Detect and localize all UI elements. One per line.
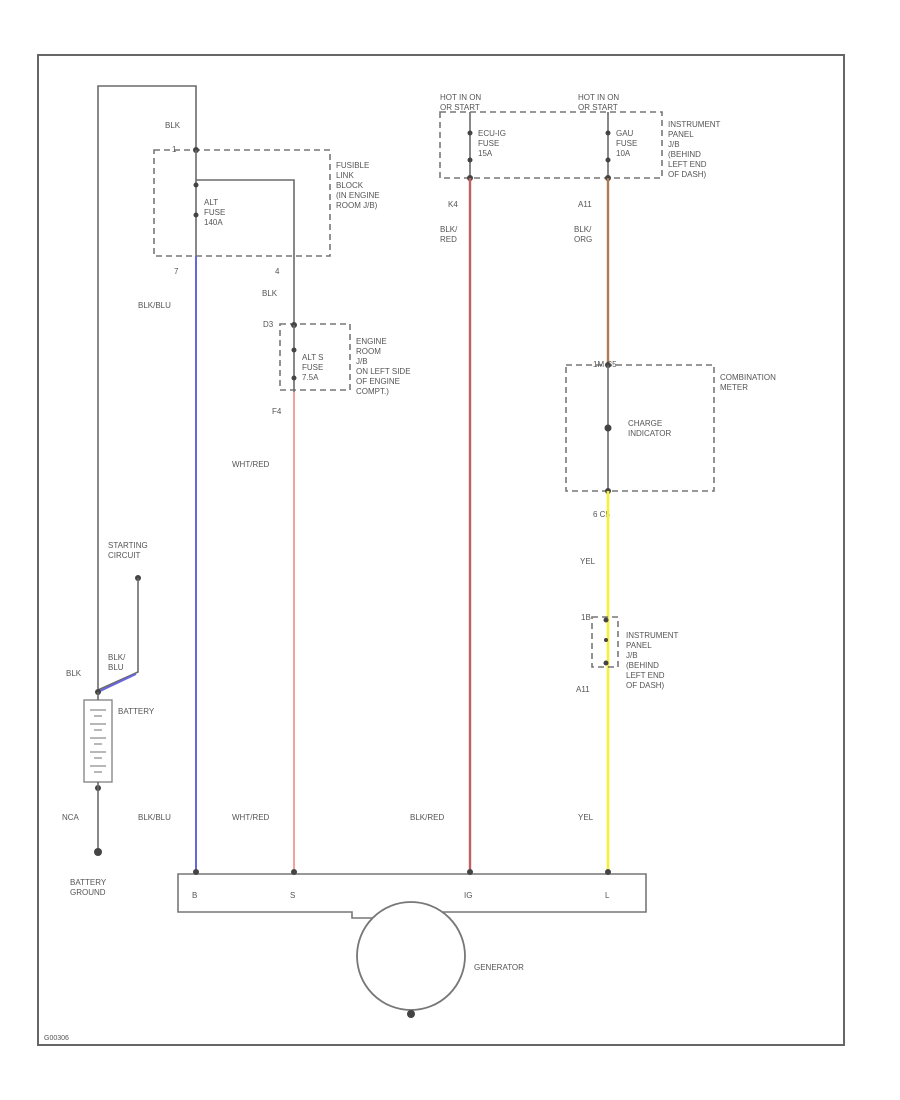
- ip-jb-2-pin-bottom: A11: [576, 685, 590, 694]
- combination-meter-box: [565, 364, 715, 492]
- battery-body: [83, 699, 113, 783]
- ip-jb-2-bottom-terminal: [603, 660, 609, 666]
- fusible-link-pin-top: 1: [172, 145, 177, 154]
- bottom-wire-ig: BLK/RED: [410, 813, 444, 822]
- bottom-wire-l: YEL: [578, 813, 594, 822]
- fusible-link-branch: [196, 179, 295, 256]
- figure-id: G00306: [44, 1035, 69, 1042]
- generator-pin-ig: IG: [464, 891, 472, 900]
- generator-pin-l: L: [605, 891, 610, 900]
- battery-wire-top: BLK: [66, 669, 82, 678]
- bottom-wire-b: BLK/BLU: [138, 813, 171, 822]
- combination-meter-pin-bottom: 6 C5: [593, 510, 610, 519]
- yel-label-top: YEL: [580, 557, 596, 566]
- wht-red-label-top: WHT/RED: [232, 460, 270, 469]
- battery-feed-wire: [97, 85, 197, 690]
- generator-pin-b: B: [192, 891, 197, 900]
- battery-label: BATTERY: [118, 707, 155, 716]
- blk-blu-label-top: BLK/BLU: [138, 301, 171, 310]
- hot-fuse-block: [439, 111, 663, 179]
- hot-b-pin: A11: [578, 200, 592, 209]
- generator-pin-s: S: [290, 891, 295, 900]
- blk-wire-2-label: BLK: [262, 289, 278, 298]
- bottom-wire-s: WHT/RED: [232, 813, 270, 822]
- alt-fuse-contact-top: [193, 182, 199, 188]
- generator-ground-terminal: [407, 1010, 415, 1018]
- ecu-ig-fuse-contact-bottom: [467, 157, 473, 163]
- ip-jb-2-pin-top: 1B: [581, 613, 591, 622]
- fusible-link-pin-right: 4: [275, 267, 280, 276]
- ip-jb-2-box: [591, 616, 619, 668]
- alt-s-fuse-contact-bottom: [291, 375, 297, 381]
- fusible-link-block: [153, 149, 331, 257]
- top-left-wire-color: BLK: [165, 121, 181, 130]
- battery-wire-right: BLK/BLU: [108, 653, 126, 672]
- gau-fuse-contact-top: [605, 130, 611, 136]
- battery-ground-point: [94, 848, 102, 856]
- battery-cells: [90, 709, 106, 773]
- starting-circuit-wire: [97, 578, 139, 691]
- ip-jb-2-top-terminal: [603, 617, 609, 623]
- generator-pin-l-terminal: [605, 869, 611, 875]
- generator-label: GENERATOR: [474, 963, 524, 972]
- engine-room-jb-pin-top: D3: [263, 320, 274, 329]
- engine-room-jb: [279, 323, 351, 391]
- alt-s-fuse-contact-top: [291, 347, 297, 353]
- battery-blu-stub: [97, 673, 137, 693]
- generator-pin-b-terminal: [193, 869, 199, 875]
- generator-pin-ig-terminal: [467, 869, 473, 875]
- charge-indicator-lamp: [604, 424, 612, 432]
- battery-ground-pin: NCA: [62, 813, 80, 822]
- hot-a-wire-label: BLK/RED: [440, 225, 458, 244]
- ecu-ig-fuse-contact-top: [467, 130, 473, 136]
- generator-symbol: [356, 901, 466, 1011]
- fusible-link-pin-bottom: 7: [174, 267, 179, 276]
- generator-pin-s-terminal: [291, 869, 297, 875]
- alt-fuse-contact-bottom: [193, 212, 199, 218]
- hot-a-pin: K4: [448, 200, 458, 209]
- engine-room-jb-pin-bottom: F4: [272, 407, 282, 416]
- hot-b-wire-label: BLK/ORG: [574, 225, 592, 244]
- gau-fuse-contact-bottom: [605, 157, 611, 163]
- ip-jb-2-mid-terminal: [604, 638, 608, 642]
- diagram-frame: [37, 54, 845, 1046]
